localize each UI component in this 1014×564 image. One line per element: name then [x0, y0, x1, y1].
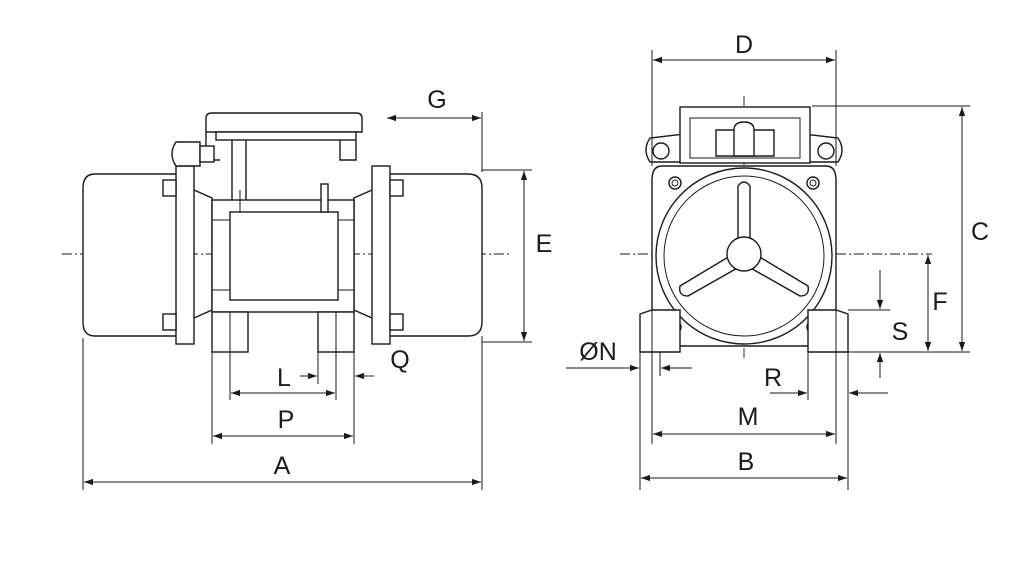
dim-label-m: M — [738, 403, 759, 431]
left-end-cap — [82, 173, 181, 337]
right-flange-bolt-top — [389, 179, 404, 197]
cable-gland — [171, 141, 201, 167]
cable-entry — [733, 121, 755, 157]
right-flange — [371, 165, 391, 345]
bolt-top-right-center — [809, 179, 817, 187]
left-flange-bolt-top — [162, 179, 177, 197]
dim-label-c: C — [971, 218, 989, 246]
dim-label-f: F — [932, 288, 947, 316]
dim-label-s: S — [892, 318, 909, 346]
front-left-foot — [639, 309, 681, 353]
housing-center-block — [229, 211, 339, 301]
side-pin — [320, 183, 329, 213]
side-view-dimensions: A P L Q G E — [82, 86, 553, 490]
dim-label-r: R — [764, 364, 782, 392]
bolt-top-right — [806, 176, 820, 190]
dim-label-q: Q — [390, 346, 409, 374]
dim-label-g: G — [427, 86, 446, 114]
front-view — [620, 96, 932, 360]
side-view — [62, 112, 510, 353]
dim-label-a: A — [274, 452, 291, 480]
right-lug-hole — [817, 142, 835, 160]
front-right-foot — [807, 309, 849, 353]
terminal-box-lid — [205, 112, 363, 133]
right-flange-bolt-bottom — [389, 313, 404, 331]
dim-label-l: L — [277, 364, 291, 392]
dim-label-b: B — [738, 448, 755, 476]
terminal-box-body — [231, 140, 357, 200]
left-flange — [175, 165, 195, 345]
left-flange-bolt-bottom — [162, 313, 177, 331]
dim-label-d: D — [735, 31, 753, 59]
terminal-box-rim — [215, 131, 357, 141]
front-terminal-box-panel — [689, 117, 801, 159]
left-lug-hole — [652, 142, 670, 160]
bolt-top-left — [668, 176, 682, 190]
right-end-cap — [387, 173, 483, 337]
dim-label-p: P — [278, 406, 295, 434]
dim-label-n: ØN — [579, 338, 617, 366]
motor-face-inner — [663, 175, 825, 337]
hub — [726, 236, 762, 272]
dim-label-e: E — [536, 230, 553, 258]
bolt-top-left-center — [671, 179, 679, 187]
front-view-dimensions: D C F S R M B ØN — [566, 31, 989, 490]
cable-gland-nut — [199, 145, 215, 163]
